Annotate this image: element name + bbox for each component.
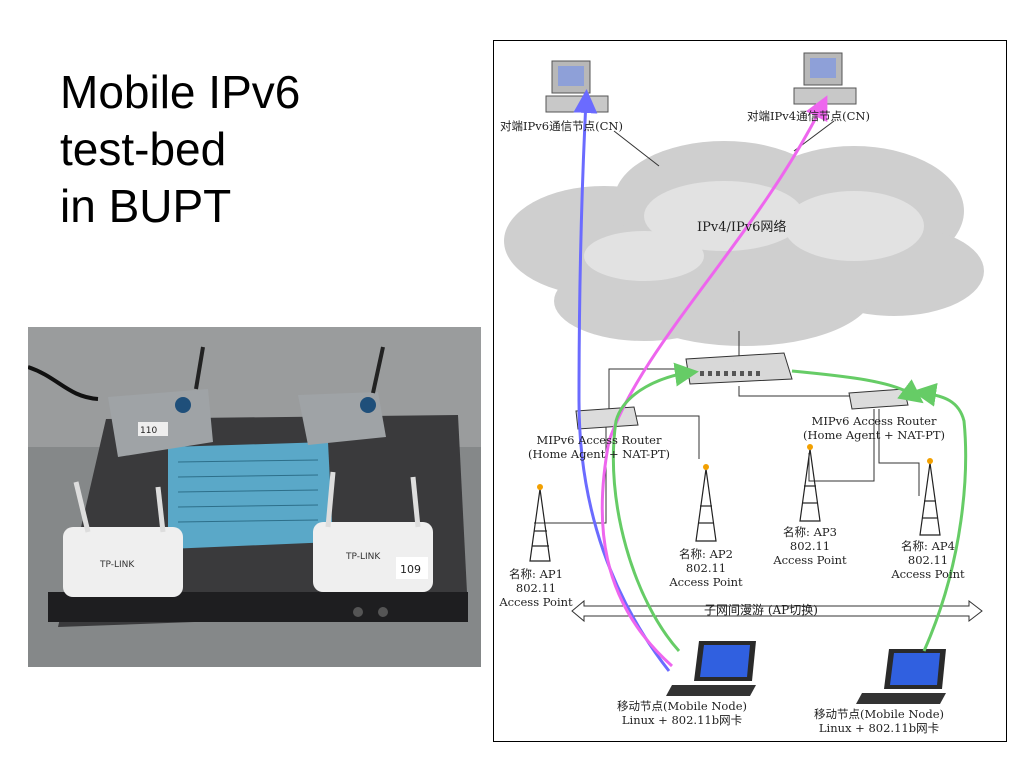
laptop-icon bbox=[666, 641, 756, 696]
ap1-type: Access Point bbox=[499, 595, 573, 609]
green-path-top bbox=[791, 369, 924, 404]
ap1-label: 名称: AP1 802.11 Access Point bbox=[496, 567, 576, 609]
ap2-type: Access Point bbox=[669, 575, 743, 589]
cn-ipv4-label: 对端IPv4通信节点(CN) bbox=[747, 109, 870, 123]
title-line-1: Mobile IPv6 bbox=[60, 66, 301, 118]
ap3-type: Access Point bbox=[773, 553, 847, 567]
router-right-line1: MIPv6 Access Router bbox=[811, 414, 937, 428]
ap3-name: 名称: AP3 bbox=[783, 525, 837, 539]
router-left-label: MIPv6 Access Router (Home Agent + NAT-PT… bbox=[524, 433, 674, 461]
network-diagram: 对端IPv6通信节点(CN) 对端IPv4通信节点(CN) IPv4/IPv6网… bbox=[493, 40, 1007, 742]
tower-icon bbox=[919, 462, 941, 536]
router-icon bbox=[848, 388, 909, 410]
tag-110: 110 bbox=[140, 426, 157, 436]
tplink-label-left: TP-LINK bbox=[99, 560, 135, 570]
switch-icon bbox=[685, 352, 793, 385]
mn-right-line2: Linux + 802.11b网卡 bbox=[818, 721, 940, 735]
router-left-line2: (Home Agent + NAT-PT) bbox=[528, 447, 670, 461]
router-right-label: MIPv6 Access Router (Home Agent + NAT-PT… bbox=[794, 414, 954, 442]
tag-109: 109 bbox=[400, 563, 421, 576]
ap2-standard: 802.11 bbox=[685, 561, 727, 575]
mn-right-line1: 移动节点(Mobile Node) bbox=[813, 707, 944, 721]
ap4-name: 名称: AP4 bbox=[901, 539, 955, 553]
ap2-label: 名称: AP2 802.11 Access Point bbox=[666, 547, 746, 589]
router-right-line2: (Home Agent + NAT-PT) bbox=[803, 428, 945, 442]
computer-icon bbox=[793, 52, 857, 105]
mn-right-label: 移动节点(Mobile Node) Linux + 802.11b网卡 bbox=[794, 707, 964, 735]
network-label: IPv4/IPv6网络 bbox=[697, 220, 787, 235]
green-path-left bbox=[611, 362, 699, 653]
router-icon bbox=[575, 406, 639, 430]
mn-left-line1: 移动节点(Mobile Node) bbox=[616, 699, 747, 713]
green-path-right bbox=[912, 382, 968, 652]
roaming-arrow bbox=[571, 599, 983, 623]
ap1-standard: 802.11 bbox=[515, 581, 557, 595]
slide-title: Mobile IPv6 test-bed in BUPT bbox=[60, 64, 300, 235]
ap4-type: Access Point bbox=[891, 567, 965, 581]
mn-left-line2: Linux + 802.11b网卡 bbox=[621, 713, 743, 727]
testbed-photo: 110 TP-LINK TP-LINK 109 bbox=[28, 327, 481, 667]
blue-path bbox=[573, 89, 671, 672]
router-left-line1: MIPv6 Access Router bbox=[536, 433, 662, 447]
testbed-photo-drawing: 110 TP-LINK TP-LINK 109 bbox=[28, 327, 481, 667]
laptop-icon bbox=[856, 649, 946, 704]
title-line-2: test-bed bbox=[60, 123, 227, 175]
title-line-3: in BUPT bbox=[60, 180, 232, 232]
mn-left-label: 移动节点(Mobile Node) Linux + 802.11b网卡 bbox=[602, 699, 762, 727]
ap3-standard: 802.11 bbox=[789, 539, 831, 553]
tplink-label-right: TP-LINK bbox=[345, 552, 381, 562]
computer-icon bbox=[545, 60, 609, 113]
ap2-name: 名称: AP2 bbox=[679, 547, 733, 561]
ap4-label: 名称: AP4 802.11 Access Point bbox=[888, 539, 968, 581]
ap3-label: 名称: AP3 802.11 Access Point bbox=[770, 525, 850, 567]
tower-icon bbox=[529, 488, 551, 562]
cn-ipv6-label: 对端IPv6通信节点(CN) bbox=[500, 119, 623, 133]
ap1-name: 名称: AP1 bbox=[509, 567, 563, 581]
diagram-drawing bbox=[504, 52, 984, 704]
tower-icon bbox=[799, 448, 821, 522]
tower-icon bbox=[695, 468, 717, 542]
ap4-standard: 802.11 bbox=[907, 553, 949, 567]
roaming-label: 子网间漫游 (AP切换) bbox=[704, 603, 818, 617]
